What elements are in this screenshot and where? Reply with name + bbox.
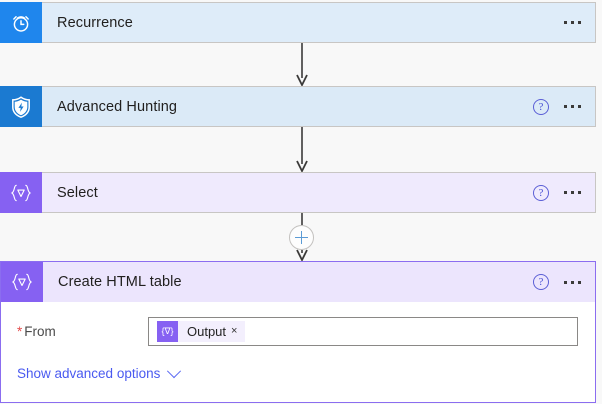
flow-step-actions: ? — [533, 98, 595, 115]
flow-step-create-html-table[interactable]: Create HTML table ? *From {∇} Output × — [0, 261, 596, 403]
ellipsis-dot — [571, 105, 574, 108]
more-options-icon[interactable] — [563, 101, 582, 112]
ellipsis-dot — [564, 21, 567, 24]
data-operation-icon — [1, 262, 43, 302]
flow-step-recurrence[interactable]: Recurrence — [0, 2, 596, 43]
connector-advanced-hunting-to-select — [296, 127, 308, 172]
show-advanced-options-link[interactable]: Show advanced options — [17, 363, 182, 381]
flow-step-title: Advanced Hunting — [57, 98, 178, 115]
plus-icon-vertical — [300, 231, 303, 244]
flow-step-create-html-table-content: *From {∇} Output × Show advanced options — [1, 302, 595, 402]
flow-step-actions: ? — [533, 184, 595, 201]
data-operation-icon: {∇} — [157, 320, 178, 342]
ellipsis-dot — [571, 191, 574, 194]
more-options-icon[interactable] — [563, 187, 582, 198]
connector-select-to-create-html-table — [296, 213, 308, 261]
help-icon[interactable]: ? — [533, 184, 549, 201]
show-advanced-options-label: Show advanced options — [17, 366, 161, 381]
ellipsis-dot — [571, 21, 574, 24]
ellipsis-dot — [578, 105, 581, 108]
flow-step-actions: ? — [533, 274, 595, 290]
from-input[interactable]: {∇} Output × — [148, 316, 578, 346]
help-icon[interactable]: ? — [533, 274, 549, 290]
flow-step-title: Create HTML table — [58, 274, 182, 290]
required-marker: * — [17, 323, 23, 339]
data-operation-icon — [0, 172, 42, 213]
add-step-button[interactable] — [289, 225, 314, 250]
alarm-clock-icon — [0, 2, 42, 43]
ellipsis-dot — [564, 191, 567, 194]
flow-step-title: Recurrence — [57, 14, 133, 31]
flow-step-create-html-table-header[interactable]: Create HTML table ? — [1, 262, 595, 302]
flow-step-select-body[interactable]: Select ? — [42, 172, 596, 213]
help-icon[interactable]: ? — [533, 98, 549, 115]
more-options-icon[interactable] — [563, 17, 582, 28]
flow-step-recurrence-body[interactable]: Recurrence — [42, 2, 596, 43]
ellipsis-dot — [578, 191, 581, 194]
dynamic-content-token[interactable]: {∇} Output × — [157, 320, 246, 342]
connector-recurrence-to-advanced-hunting — [296, 43, 308, 86]
ellipsis-dot — [571, 280, 574, 284]
from-field-label: *From — [1, 324, 148, 339]
close-icon[interactable]: × — [231, 324, 238, 337]
ellipsis-dot — [578, 21, 581, 24]
chevron-down-icon — [167, 363, 182, 378]
flow-step-advanced-hunting[interactable]: Advanced Hunting ? — [0, 86, 596, 127]
ellipsis-dot — [564, 280, 567, 284]
from-field-row: *From {∇} Output × — [1, 316, 595, 346]
ellipsis-dot — [578, 280, 581, 284]
from-label-text: From — [24, 323, 56, 339]
flow-step-title: Select — [57, 184, 98, 201]
flow-step-advanced-hunting-body[interactable]: Advanced Hunting ? — [42, 86, 596, 127]
shield-lightning-icon — [0, 86, 42, 127]
ellipsis-dot — [564, 105, 567, 108]
flow-step-select[interactable]: Select ? — [0, 172, 596, 213]
token-label: Output — [187, 323, 227, 339]
more-options-icon[interactable] — [563, 277, 582, 288]
flow-step-actions — [563, 17, 595, 28]
flow-step-create-html-table-titlebar[interactable]: Create HTML table ? — [43, 262, 595, 302]
